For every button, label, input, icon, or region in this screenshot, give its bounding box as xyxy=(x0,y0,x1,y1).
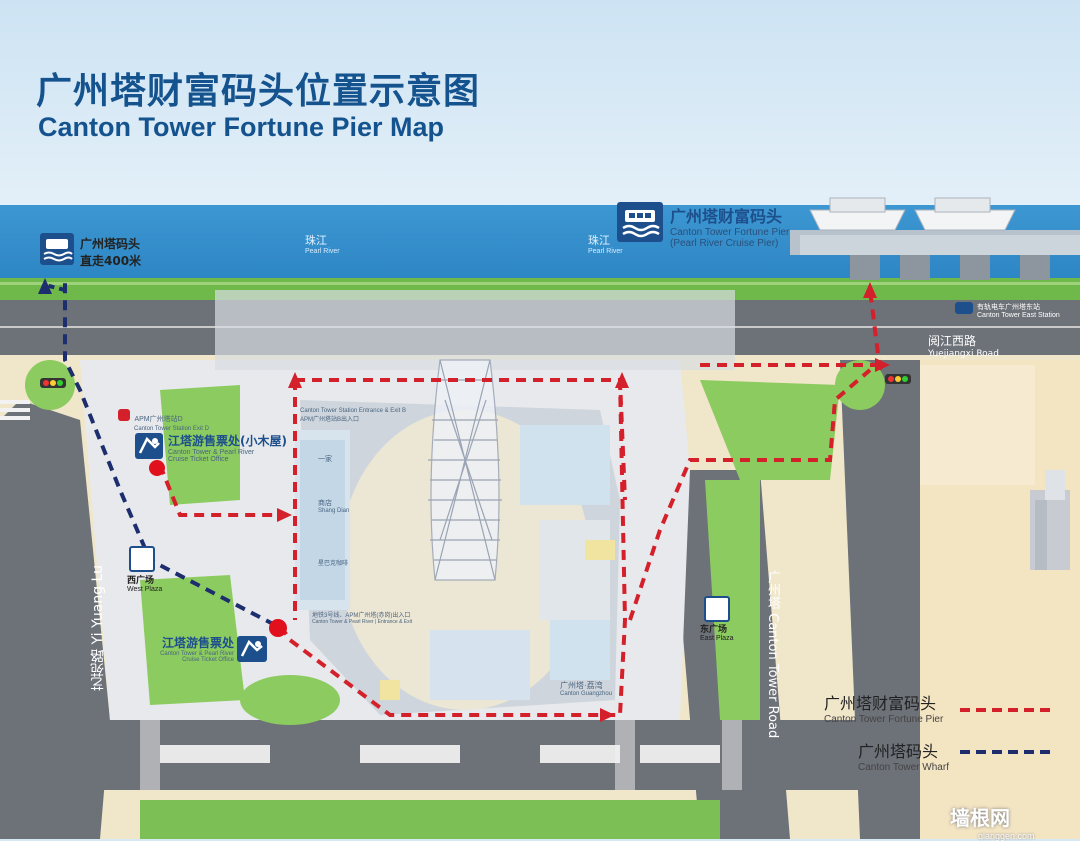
arrow-north-icon xyxy=(288,372,302,388)
park-north-west xyxy=(160,385,240,505)
road-label-canton: 广州塔 Canton Tower Road xyxy=(765,570,780,739)
traffic-light-icon xyxy=(40,378,66,388)
exit-label-b: Canton Tower Station Entrance & Exit B A… xyxy=(300,408,406,423)
park-east-plaza xyxy=(705,480,760,720)
west-plaza-label: 西广场 West Plaza xyxy=(127,576,163,593)
ferry-icon xyxy=(617,202,663,242)
legend-wharf: 广州塔码头 Canton Tower Wharf xyxy=(858,742,949,773)
map-title-en: Canton Tower Fortune Pier Map xyxy=(38,112,445,142)
east-buildings xyxy=(1030,470,1070,570)
ticket-office-2: 江塔游售票处 Canton Tower & Pearl River Cruise… xyxy=(160,636,234,663)
arrow-north-icon xyxy=(38,278,52,294)
metro-icon xyxy=(704,596,730,622)
shop-label: 一家 xyxy=(318,456,332,463)
metro-icon xyxy=(129,546,155,572)
crosswalk xyxy=(0,400,742,790)
arrow-north-icon xyxy=(615,372,629,388)
metro-icon xyxy=(118,409,130,421)
road-label-yuejiang: 阅江西路 Yuejiangxi Road xyxy=(928,334,999,359)
ticket-icon xyxy=(237,636,267,662)
arrow-north-icon xyxy=(863,282,877,298)
east-station-label: 有轨电车广州塔东站 Canton Tower East Station xyxy=(977,304,1060,319)
ferry-icon xyxy=(40,233,74,265)
yiyuan-road xyxy=(0,400,110,839)
river-label: 珠江 Pearl River xyxy=(588,234,623,255)
shop-label: 商店 Shang Dian xyxy=(318,500,350,514)
ticket-office-1: 江塔游售票处(小木屋) Canton Tower & Pearl River C… xyxy=(168,434,287,463)
legend-fortune: 广州塔财富码头 Canton Tower Fortune Pier xyxy=(824,694,944,725)
wharf-label: 广州塔码头 直走400米 xyxy=(80,237,142,268)
fortune-pier-label: 广州塔财富码头 Canton Tower Fortune Pier (Pearl… xyxy=(670,207,790,249)
pier-structure xyxy=(790,230,1080,280)
park-west xyxy=(140,575,245,705)
map-title-cn: 广州塔财富码头位置示意图 xyxy=(36,71,481,112)
traffic-light-icon xyxy=(885,374,911,384)
exit-label-d: APM广州塔站D Canton Tower Station Exit D xyxy=(118,408,209,432)
location-dot xyxy=(269,619,287,637)
arrow-east-icon xyxy=(875,358,890,372)
park-east xyxy=(700,380,840,480)
ticket-icon xyxy=(135,433,163,459)
sky xyxy=(0,0,1080,230)
boat-icon xyxy=(809,197,1016,231)
arrow-east-icon xyxy=(277,508,292,522)
river-label: 珠江 Pearl River xyxy=(305,234,340,255)
park-bottom xyxy=(240,675,340,725)
starbucks-label: 星巴克咖啡 xyxy=(318,561,349,567)
exit-label-south: 地铁3号线、APM广州塔(赤岗)出入口 Canton Tower & Pearl… xyxy=(312,613,413,625)
road-label-yiyuan: 艺苑路 Yi Yuang Lu xyxy=(90,565,106,691)
location-dot xyxy=(149,460,165,476)
tram-icon xyxy=(955,302,973,314)
watermark: 墙根网 qianggen.com xyxy=(950,806,1035,841)
east-plaza-label: 东广场 East Plaza xyxy=(700,625,734,642)
canton-tower xyxy=(428,359,502,581)
mall-label: 广州塔·荔湾 Canton Guangzhou xyxy=(560,681,613,697)
arrow-east-icon xyxy=(600,708,615,722)
